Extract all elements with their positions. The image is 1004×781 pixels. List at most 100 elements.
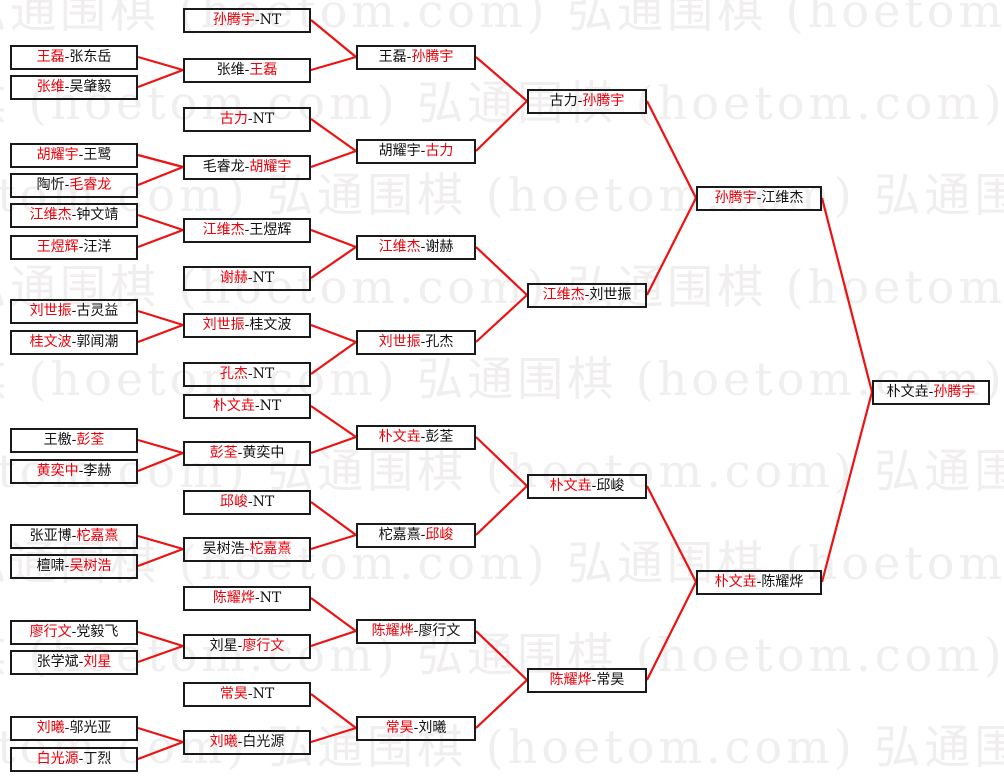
player-winner: 常昊 <box>219 686 248 702</box>
match-box[interactable]: 柁嘉熹-邱峻 <box>356 523 476 548</box>
match-box[interactable]: 刘曦-白光源 <box>183 730 311 755</box>
match-box[interactable]: 吴树浩-柁嘉熹 <box>183 537 311 562</box>
watermark-text: 弘通围棋 (hoetom.com) 弘通围棋 (hoetom.com) 弘通围棋… <box>0 76 1004 130</box>
match-box[interactable]: 张亚博-柁嘉熹 <box>10 524 138 549</box>
bracket-connector <box>137 438 184 455</box>
player-winner: 邱峻 <box>425 527 454 543</box>
match-box[interactable]: 陈耀烨-常昊 <box>527 668 647 693</box>
match-box[interactable]: 黄奕中-李赫 <box>10 459 138 484</box>
player-loser: 江维杰 <box>761 190 804 206</box>
player-winner: 江维杰 <box>542 287 585 303</box>
match-box[interactable]: 王檄-彭荃 <box>10 428 138 453</box>
match-box[interactable]: 常昊-NT <box>183 682 311 707</box>
match-box[interactable]: 刘世振-桂文波 <box>183 313 311 338</box>
name-separator: - <box>247 111 253 127</box>
name-separator: - <box>78 147 84 163</box>
player-winner: 谢赫 <box>219 270 248 286</box>
match-box[interactable]: 孙腾宇-江维杰 <box>696 186 822 211</box>
name-separator: - <box>71 624 77 640</box>
watermark-text: 弘通围棋 (hoetom.com) 弘通围棋 (hoetom.com) 弘通围棋… <box>0 536 1004 590</box>
watermark-text: 弘通围棋 (hoetom.com) 弘通围棋 (hoetom.com) 弘通围棋… <box>0 720 1004 774</box>
match-box[interactable]: 桂文波-郭闻潮 <box>10 330 138 355</box>
match-box[interactable]: 古力-NT <box>183 107 311 132</box>
match-box[interactable]: 张学斌-刘星 <box>10 650 138 675</box>
name-separator: - <box>413 720 419 736</box>
match-box[interactable]: 孙腾宇-NT <box>183 8 311 33</box>
match-box[interactable]: 王磊-张东岳 <box>10 45 138 70</box>
name-separator: - <box>577 93 583 109</box>
match-box[interactable]: 孔杰-NT <box>183 362 311 387</box>
player-winner: 胡耀宇 <box>36 147 79 163</box>
match-box[interactable]: 常昊-刘曦 <box>356 716 476 741</box>
player-winner: 古力 <box>219 111 248 127</box>
player-winner: 彭荃 <box>76 432 105 448</box>
bracket-connector <box>137 213 184 232</box>
name-separator: - <box>591 478 597 494</box>
player-winner: 陈耀烨 <box>212 590 255 606</box>
player-loser: 刘曦 <box>418 720 447 736</box>
match-box[interactable]: 朴文垚-邱峻 <box>527 474 647 499</box>
player-winner: 古力 <box>425 143 454 159</box>
bracket-connector <box>310 118 357 152</box>
match-box[interactable]: 白光源-丁烈 <box>10 747 138 772</box>
bracket-connector <box>646 197 697 296</box>
player-winner: 彭荃 <box>209 445 238 461</box>
player-loser: 刘星 <box>209 638 238 654</box>
match-box[interactable]: 朴文垚-陈耀烨 <box>696 570 822 595</box>
player-loser: 彭荃 <box>425 429 454 445</box>
match-box[interactable]: 江维杰-王煜辉 <box>183 218 311 243</box>
name-separator: - <box>244 317 250 333</box>
player-loser: 谢赫 <box>425 239 454 255</box>
match-box[interactable]: 刘星-廖行文 <box>183 634 311 659</box>
match-box[interactable]: 朴文垚-彭荃 <box>356 425 476 450</box>
bracket-connector <box>310 435 357 455</box>
match-box[interactable]: 胡耀宇-王鹭 <box>10 143 138 168</box>
match-box[interactable]: 陈耀烨-廖行文 <box>356 619 476 644</box>
player-loser: 钟文靖 <box>76 207 119 223</box>
bracket-connector <box>137 228 184 249</box>
match-box[interactable]: 廖行文-党毅飞 <box>10 620 138 645</box>
match-box[interactable]: 陶忻-毛睿龙 <box>10 173 138 198</box>
bracket-connector <box>646 581 697 681</box>
player-winner: 朴文垚 <box>714 574 757 590</box>
match-box[interactable]: 王煜辉-汪洋 <box>10 235 138 260</box>
match-box[interactable]: 江维杰-刘世振 <box>527 283 647 308</box>
name-separator: - <box>420 334 426 350</box>
bracket-connector <box>137 68 184 89</box>
player-loser: 朴文垚 <box>886 384 929 400</box>
player-loser: 王檄 <box>43 432 72 448</box>
match-box[interactable]: 彭荃-黄奕中 <box>183 441 311 466</box>
name-separator: - <box>756 574 762 590</box>
player-loser: 郭闻潮 <box>76 334 119 350</box>
match-box[interactable]: 邱峻-NT <box>183 490 311 515</box>
match-box[interactable]: 朴文垚-NT <box>183 394 311 419</box>
match-box[interactable]: 胡耀宇-古力 <box>356 139 476 164</box>
bracket-connector <box>310 246 357 279</box>
bracket-connector <box>137 547 184 568</box>
match-box[interactable]: 谢赫-NT <box>183 266 311 291</box>
player-winner: 陈耀烨 <box>371 623 414 639</box>
match-box[interactable]: 江维杰-钟文靖 <box>10 203 138 228</box>
match-box[interactable]: 刘曦-邬光亚 <box>10 716 138 741</box>
player-winner: 孙腾宇 <box>212 12 255 28</box>
match-box[interactable]: 王磊-孙腾宇 <box>356 45 476 70</box>
match-box[interactable]: 张维-吴肇毅 <box>10 75 138 100</box>
match-box[interactable]: 毛睿龙-胡耀宇 <box>183 155 311 180</box>
bracket-connector <box>310 19 357 58</box>
name-separator: - <box>244 222 250 238</box>
match-box[interactable]: 陈耀烨-NT <box>183 586 311 611</box>
match-box[interactable]: 古力-孙腾宇 <box>527 89 647 114</box>
player-loser: NT <box>259 590 282 606</box>
match-box[interactable]: 刘世振-孔杰 <box>356 330 476 355</box>
player-winner: 黄奕中 <box>36 463 79 479</box>
match-box[interactable]: 张维-王磊 <box>183 58 311 83</box>
match-box[interactable]: 江维杰-谢赫 <box>356 235 476 260</box>
match-box[interactable]: 朴文垚-孙腾宇 <box>872 380 990 405</box>
bracket-connector <box>137 165 184 187</box>
bracket-connector <box>475 56 528 102</box>
bracket-connector <box>646 485 697 583</box>
match-box[interactable]: 檀啸-吴树浩 <box>10 554 138 579</box>
match-box[interactable]: 刘世振-古灵益 <box>10 299 138 324</box>
bracket-connector <box>475 679 528 729</box>
